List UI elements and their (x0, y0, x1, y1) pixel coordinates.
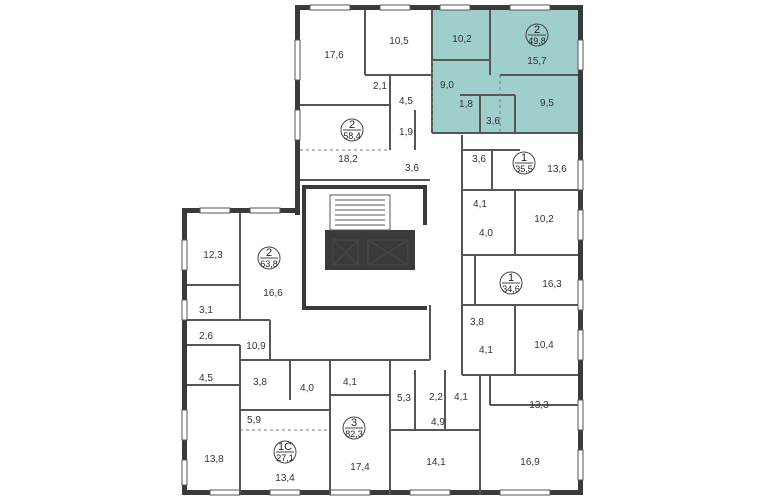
svg-text:82,3: 82,3 (345, 429, 363, 439)
apartment-badges: 2 49,8 2 58,4 1 35,5 2 63,8 1 34,6 (257, 23, 549, 464)
room-area-label: 15,7 (527, 56, 547, 67)
room-area-label: 13,6 (547, 164, 567, 175)
room-area-label: 10,2 (534, 214, 554, 225)
room-area-label: 9,0 (440, 80, 454, 91)
room-area-label: 13,4 (275, 473, 295, 484)
svg-text:35,5: 35,5 (515, 164, 533, 174)
room-area-label: 12,3 (203, 250, 223, 261)
room-area-label: 3,6 (405, 163, 419, 174)
svg-text:27,1: 27,1 (276, 453, 294, 463)
svg-text:58,4: 58,4 (343, 131, 361, 141)
room-area-label: 2,2 (429, 392, 443, 403)
room-area-label: 3,8 (253, 377, 267, 388)
svg-text:1С: 1С (278, 441, 292, 453)
room-area-label: 3,6 (486, 116, 500, 127)
room-area-label: 4,1 (473, 199, 487, 210)
room-area-label: 5,9 (247, 415, 261, 426)
room-area-label: 18,2 (338, 154, 358, 165)
room-area-label: 14,1 (426, 457, 446, 468)
window-marks (181, 4, 584, 496)
room-labels: 17,6 10,5 2,1 4,5 1,9 18,2 3,6 10,2 15,7… (199, 34, 567, 484)
room-area-label: 13,8 (204, 454, 224, 465)
svg-text:3: 3 (351, 417, 357, 429)
room-area-label: 10,5 (389, 36, 409, 47)
room-area-label: 9,5 (540, 98, 554, 109)
room-area-label: 4,1 (343, 377, 357, 388)
room-area-label: 10,4 (534, 340, 554, 351)
room-area-label: 2,1 (373, 81, 387, 92)
room-area-label: 4,5 (199, 373, 213, 384)
interior-walls (187, 10, 578, 495)
svg-text:49,8: 49,8 (528, 36, 546, 46)
svg-text:2: 2 (534, 24, 540, 36)
dashed-boundaries (240, 60, 501, 431)
selected-apartment-area[interactable] (432, 9, 578, 133)
svg-text:1: 1 (508, 272, 514, 284)
room-area-label: 1,9 (399, 127, 413, 138)
room-area-label: 4,9 (431, 417, 445, 428)
room-area-label: 13,3 (529, 400, 549, 411)
apartment-badge[interactable]: 1 34,6 (499, 271, 523, 295)
apartment-badge[interactable]: 1 35,5 (512, 151, 536, 175)
room-area-label: 1,8 (459, 99, 473, 110)
room-area-label: 3,8 (470, 317, 484, 328)
room-area-label: 10,2 (452, 34, 472, 45)
room-area-label: 5,3 (397, 393, 411, 404)
room-area-label: 17,6 (324, 50, 344, 61)
svg-text:34,6: 34,6 (502, 284, 520, 294)
apartment-badge[interactable]: 2 63,8 (257, 246, 281, 270)
room-area-label: 10,9 (246, 341, 266, 352)
room-area-label: 16,9 (520, 457, 540, 468)
room-area-label: 17,4 (350, 462, 370, 473)
room-area-label: 4,0 (300, 383, 314, 394)
svg-text:2: 2 (349, 119, 355, 131)
staircase (329, 194, 391, 231)
svg-text:63,8: 63,8 (260, 259, 278, 269)
svg-text:2: 2 (266, 247, 272, 259)
room-area-label: 16,6 (263, 288, 283, 299)
apartment-badge[interactable]: 3 82,3 (342, 416, 366, 440)
room-area-label: 4,0 (479, 228, 493, 239)
room-area-label: 3,6 (472, 154, 486, 165)
room-area-label: 2,6 (199, 331, 213, 342)
elevators (332, 239, 409, 266)
room-area-label: 4,1 (479, 345, 493, 356)
apartment-badge[interactable]: 1С 27,1 (273, 440, 297, 464)
room-area-label: 4,5 (399, 96, 413, 107)
room-area-label: 16,3 (542, 279, 562, 290)
apartment-badge[interactable]: 2 58,4 (340, 118, 364, 142)
svg-text:1: 1 (521, 152, 527, 164)
room-area-label: 3,1 (199, 305, 213, 316)
apartment-badge[interactable]: 2 49,8 (525, 23, 549, 47)
room-area-label: 4,1 (454, 392, 468, 403)
